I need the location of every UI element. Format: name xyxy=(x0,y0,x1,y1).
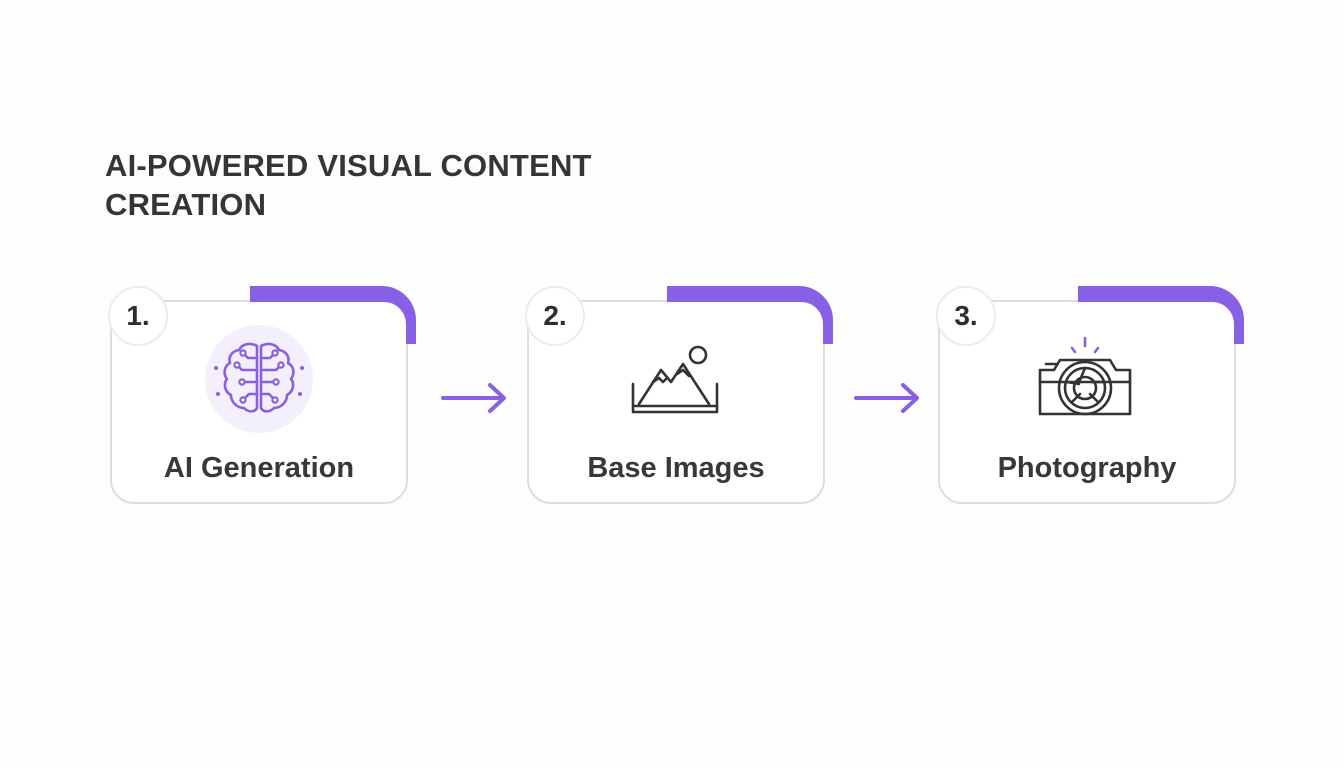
card-body xyxy=(529,302,823,502)
step-number-badge: 2. xyxy=(525,286,585,346)
mountain-image-icon xyxy=(631,345,719,414)
step-card-photography: 3. Photography xyxy=(936,286,1244,504)
step-number-badge: 1. xyxy=(108,286,168,346)
card-body xyxy=(940,302,1234,502)
step-number-badge: 3. xyxy=(936,286,996,346)
step-label: Base Images xyxy=(587,452,765,484)
step-card-ai-generation: 1. xyxy=(108,286,416,504)
step-label: Photography xyxy=(997,452,1177,484)
arrow-right-icon xyxy=(441,383,506,413)
brain-circuit-icon xyxy=(205,325,313,433)
step-card-base-images: 2. Base Images xyxy=(525,286,833,504)
step-label: AI Generation xyxy=(163,452,355,484)
arrow-right-icon xyxy=(854,383,919,413)
camera-icon xyxy=(1038,336,1132,416)
diagram-title: AI-POWERED VISUAL CONTENT CREATION xyxy=(105,148,592,222)
